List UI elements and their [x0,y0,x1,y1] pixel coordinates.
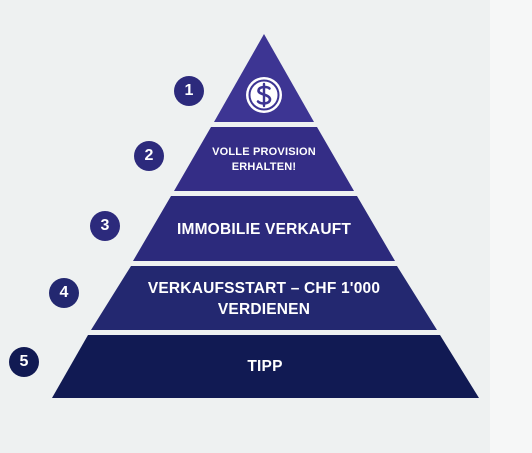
tier-2-label: VOLLE PROVISION ERHALTEN! [212,146,316,173]
pyramid-tier-5 [52,335,479,398]
tier-5-label: TIPP [247,357,283,375]
tier-3-label: IMMOBILIE VERKAUFT [176,220,352,238]
step-badge-5: 5 [9,347,39,377]
pyramid-tier-4 [91,266,437,330]
step-badge-3: 3 [90,211,120,241]
right-panel [490,0,532,453]
step-badge-2: 2 [134,141,164,171]
step-badge-1: 1 [174,76,204,106]
pyramid-tier-3 [133,196,395,261]
dollar-coin-icon [246,77,282,113]
pyramid-tier-2 [174,127,354,191]
step-badge-4: 4 [49,278,79,308]
tier-4-label: VERKAUFSSTART – CHF 1'000 VERDIENEN [147,280,381,318]
